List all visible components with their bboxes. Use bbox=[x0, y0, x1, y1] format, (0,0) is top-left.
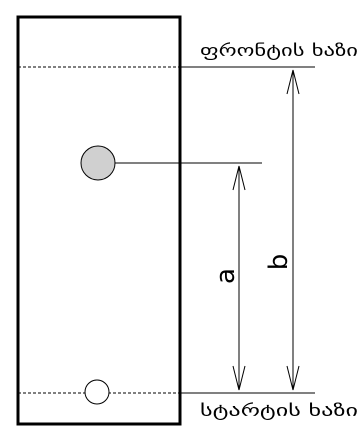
dimension-b-label: b bbox=[264, 254, 294, 271]
upper-ball bbox=[80, 145, 116, 181]
dimension-a-label: a bbox=[211, 268, 241, 284]
start-line-label: სტარტის ხაზი bbox=[200, 401, 358, 420]
dimension-b bbox=[286, 69, 300, 391]
dimension-a bbox=[232, 165, 246, 391]
front-line-label: ფრონტის ხაზი bbox=[200, 41, 358, 60]
board-frame bbox=[16, 15, 182, 426]
lower-ball bbox=[84, 379, 110, 405]
